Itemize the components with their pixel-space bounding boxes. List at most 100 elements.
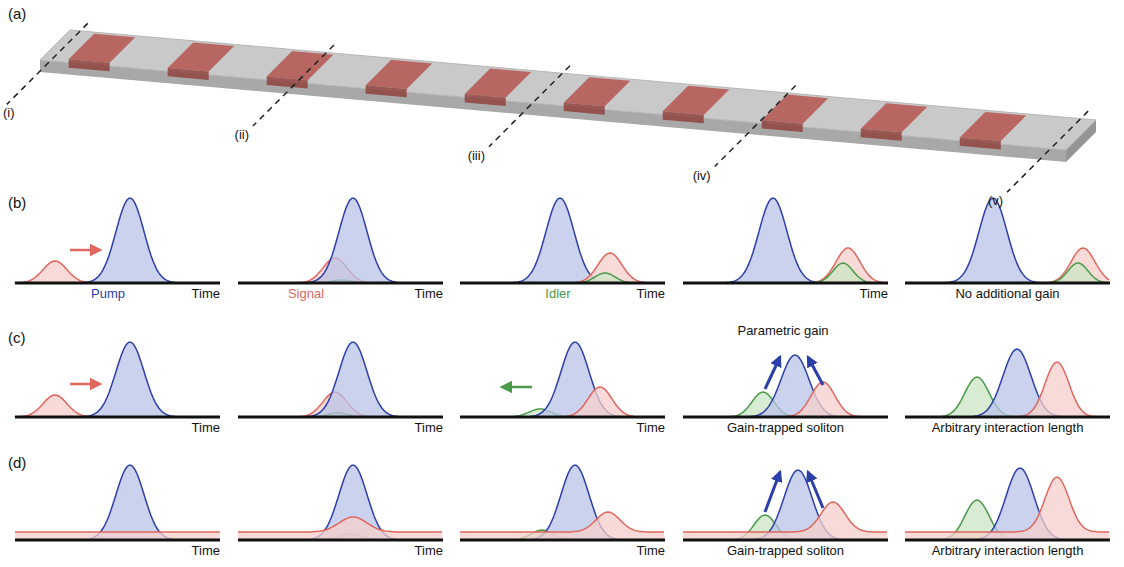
- pulse-fill: [460, 253, 665, 283]
- plot-label: Time: [192, 421, 220, 435]
- pulse-fill: [238, 198, 443, 283]
- panel-label: (iii): [468, 149, 485, 163]
- pulse-fill: [683, 470, 888, 540]
- pulse-outline: [905, 198, 1109, 283]
- pulse-outline: [15, 198, 219, 283]
- pulse-outline: [683, 248, 887, 283]
- section-cut: [1007, 111, 1088, 192]
- panel-label: (d): [8, 455, 26, 472]
- time-axis: [683, 282, 888, 285]
- panel-label: (iv): [693, 169, 711, 183]
- pulse-outline: [683, 382, 887, 417]
- time-axis: [460, 282, 665, 285]
- poling-patch-side: [762, 120, 803, 132]
- pulse-outline: [460, 198, 664, 283]
- pulse-outline: [683, 355, 887, 417]
- pulse-fill: [905, 468, 1110, 540]
- plot-label: Time: [637, 287, 665, 301]
- poling-patch-side: [366, 85, 407, 97]
- pulse-outline: [905, 477, 1109, 532]
- pulse-outline: [905, 349, 1109, 417]
- plot-label: Time: [415, 544, 443, 558]
- plot-label: Gain-trapped soliton: [727, 544, 844, 558]
- gain-arrow: [808, 472, 823, 508]
- pulse-outline: [238, 342, 442, 417]
- poling-patch-side: [168, 68, 209, 80]
- pulse-outline: [460, 342, 664, 417]
- plot-label: Time: [637, 544, 665, 558]
- plot-label: Time: [192, 287, 220, 301]
- plot-label: Time: [192, 544, 220, 558]
- panel-label: (ii): [235, 128, 249, 142]
- pulse-fill: [683, 502, 888, 540]
- plot-label: Time: [415, 421, 443, 435]
- poling-patch-side: [861, 129, 902, 141]
- pulse-fill: [683, 198, 888, 283]
- poling-patch: [366, 60, 433, 89]
- pulse-outline: [460, 512, 664, 532]
- pulse-fill: [905, 263, 1110, 283]
- panel-label: (v): [988, 194, 1003, 208]
- poling-patch-side: [69, 59, 110, 71]
- signal-arrow: [70, 383, 100, 386]
- pulse-outline: [905, 263, 1109, 283]
- pulse-fill: [683, 355, 888, 417]
- pulse-fill: [905, 198, 1110, 283]
- pulse-fill: [683, 382, 888, 417]
- pulse-fill: [460, 273, 665, 283]
- panel-label: (c): [8, 330, 26, 347]
- time-axis: [238, 416, 443, 419]
- pulse-outline: [683, 198, 887, 283]
- panel-label: (i): [3, 106, 15, 120]
- pulse-outline: [683, 470, 887, 540]
- pulse-outline: [905, 362, 1109, 417]
- pulse-outline: [683, 502, 887, 532]
- poling-patch: [564, 77, 631, 106]
- time-axis: [15, 282, 220, 285]
- plot-label: Arbitrary interaction length: [932, 421, 1084, 435]
- pulse-outline: [15, 465, 219, 540]
- time-axis: [905, 282, 1110, 285]
- cw-signal-fill: [15, 532, 220, 540]
- pulse-fill: [15, 342, 220, 417]
- plot-label: Idler: [545, 287, 570, 301]
- time-axis: [15, 539, 220, 542]
- poling-patch: [960, 112, 1027, 141]
- cw-signal: [15, 531, 220, 533]
- poling-patch: [861, 103, 928, 132]
- pulse-fill: [683, 263, 888, 283]
- pulse-outline: [460, 387, 664, 417]
- time-axis: [683, 539, 888, 542]
- pulse-fill: [238, 465, 443, 540]
- time-axis: [460, 416, 665, 419]
- pulse-fill: [905, 248, 1110, 283]
- pulse-fill: [460, 387, 665, 417]
- pulse-outline: [238, 517, 442, 532]
- gain-arrow: [808, 357, 823, 385]
- pulse-outline: [460, 273, 664, 283]
- pulse-outline: [905, 468, 1109, 540]
- panel-label: (a): [8, 6, 26, 23]
- section-cut: [489, 66, 570, 147]
- pulse-fill: [15, 198, 220, 283]
- signal-arrow: [70, 249, 100, 252]
- pulse-fill: [683, 248, 888, 283]
- poling-patch: [168, 42, 235, 71]
- pulse-outline: [238, 465, 442, 540]
- plot-label: Gain-trapped soliton: [727, 421, 844, 435]
- pulse-outline: [238, 198, 442, 283]
- plot-label: Time: [860, 287, 888, 301]
- pulse-fill: [460, 342, 665, 417]
- time-axis: [460, 539, 665, 542]
- poling-patch: [663, 86, 730, 115]
- gain-arrow: [765, 357, 780, 389]
- plot-label: Time: [637, 421, 665, 435]
- panel-label: (b): [8, 195, 26, 212]
- pulse-fill: [460, 512, 665, 540]
- poling-patch: [465, 68, 532, 97]
- pulse-fill: [238, 342, 443, 417]
- pulse-outline: [683, 263, 887, 283]
- gain-arrow: [765, 472, 780, 512]
- pulse-fill: [905, 349, 1110, 417]
- plot-label: Pump: [91, 287, 125, 301]
